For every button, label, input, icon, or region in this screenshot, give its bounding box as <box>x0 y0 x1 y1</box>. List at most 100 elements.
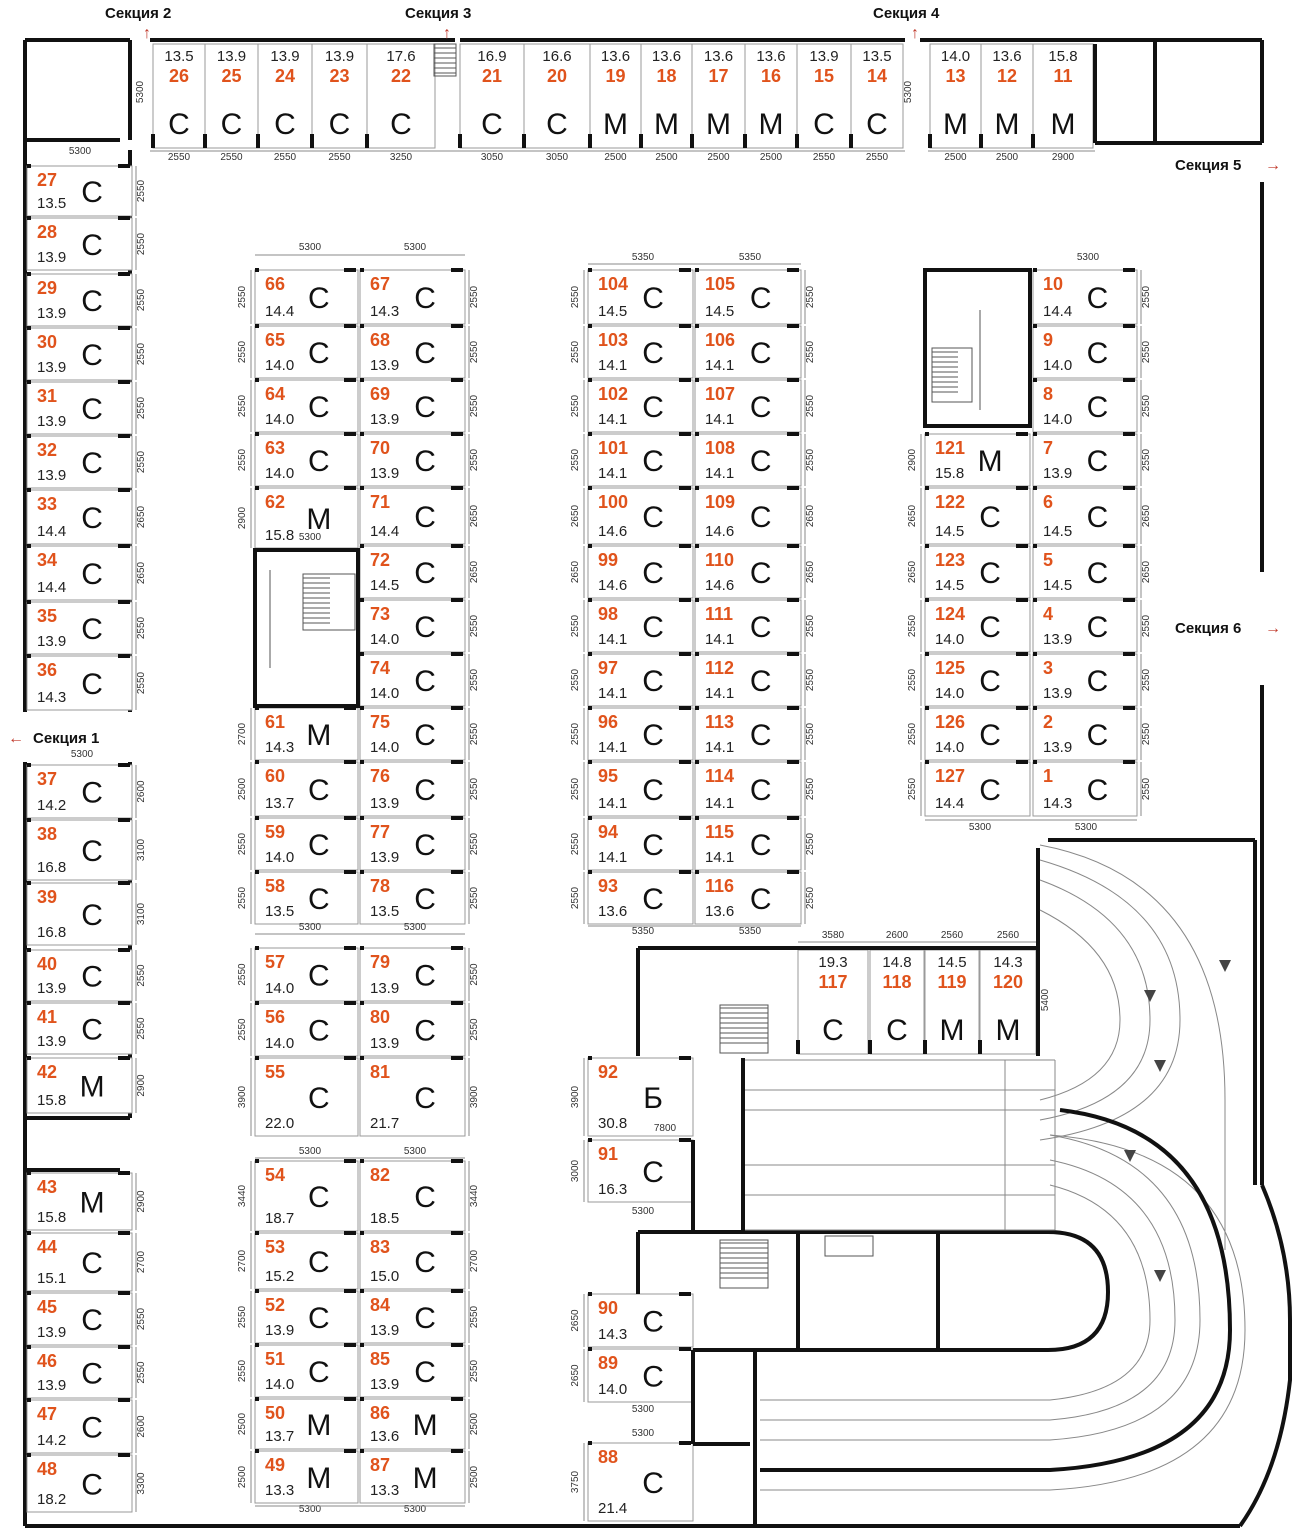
storage-unit[interactable]: 5315.2C2700 <box>237 1231 359 1290</box>
storage-unit[interactable]: 9714.1C2550 <box>570 652 694 707</box>
storage-unit[interactable]: 11014.6C2650 <box>694 544 816 599</box>
storage-unit[interactable]: 5418.7C3440 <box>237 1159 359 1232</box>
storage-unit[interactable]: 15.811M <box>1031 43 1094 149</box>
storage-unit[interactable]: 13.616M <box>743 43 798 149</box>
storage-unit[interactable]: 514.5C2650 <box>1032 544 1152 599</box>
storage-unit[interactable]: 814.0C2550 <box>1032 378 1152 433</box>
storage-unit[interactable]: 10314.1C2550 <box>570 324 694 379</box>
storage-unit[interactable]: 13.924C <box>256 43 313 149</box>
storage-unit[interactable]: 413.9C2550 <box>1032 598 1152 653</box>
storage-unit[interactable]: 10914.6C2650 <box>694 486 816 545</box>
storage-unit[interactable]: 10714.1C2550 <box>694 378 816 433</box>
storage-unit[interactable]: 17.622C <box>365 43 436 149</box>
storage-unit[interactable]: 6614.4C2550 <box>237 268 359 325</box>
storage-unit[interactable]: 4215.8M2900 <box>26 1056 147 1114</box>
storage-unit[interactable]: 4818.2C3300 <box>26 1453 147 1513</box>
storage-unit[interactable]: 7514.0C2550 <box>359 706 480 761</box>
storage-unit[interactable]: 6114.3M2700 <box>237 706 359 761</box>
storage-unit[interactable]: 13.915C <box>795 43 852 149</box>
storage-unit[interactable]: 3213.9C2550 <box>26 434 147 489</box>
storage-unit[interactable]: 8218.5C3440 <box>359 1159 480 1232</box>
storage-unit[interactable]: 3314.4C2650 <box>26 488 147 545</box>
storage-unit[interactable]: 2813.9C2550 <box>26 216 147 271</box>
storage-unit[interactable]: 8315.0C2700 <box>359 1231 480 1290</box>
storage-unit[interactable]: 9914.6C2650 <box>570 544 694 599</box>
storage-unit[interactable]: 7414.0C2550 <box>359 652 480 707</box>
storage-unit[interactable]: 12414.0C2550 <box>907 598 1031 653</box>
storage-unit[interactable]: 7713.9C2550 <box>359 816 480 871</box>
storage-unit[interactable]: 5714.0C2550 <box>237 946 359 1002</box>
storage-unit[interactable]: 114.3C2550 <box>1032 760 1152 817</box>
storage-unit[interactable]: 16.921C <box>458 43 525 149</box>
storage-unit[interactable]: 6514.0C2550 <box>237 324 359 379</box>
storage-unit[interactable]: 713.9C2550 <box>1032 432 1152 487</box>
storage-unit[interactable]: 6813.9C2550 <box>359 324 480 379</box>
storage-unit[interactable]: 10414.5C2550 <box>570 268 694 325</box>
storage-unit[interactable]: 3513.9C2550 <box>26 600 147 655</box>
storage-unit[interactable]: 10514.5C2550 <box>694 268 816 325</box>
storage-unit[interactable]: 8713.3M2500 <box>359 1449 480 1504</box>
storage-unit[interactable]: 11114.1C2550 <box>694 598 816 653</box>
storage-unit[interactable]: 2713.5C2550 <box>26 164 147 217</box>
storage-unit[interactable]: 3614.3C2550 <box>26 654 147 711</box>
storage-unit[interactable]: 3414.4C2650 <box>26 544 147 601</box>
storage-unit[interactable]: 12714.4C2550 <box>907 760 1031 817</box>
storage-unit[interactable]: 9814.1C2550 <box>570 598 694 653</box>
storage-unit[interactable]: 7214.5C2650 <box>359 544 480 599</box>
storage-unit[interactable]: 11414.1C2550 <box>694 760 816 817</box>
storage-unit[interactable]: 3113.9C2550 <box>26 380 147 435</box>
storage-unit[interactable]: 4415.1C2700 <box>26 1231 147 1292</box>
storage-unit[interactable]: 6714.3C2550 <box>359 268 480 325</box>
storage-unit[interactable]: 914.0C2550 <box>1032 324 1152 379</box>
storage-unit[interactable]: 5914.0C2550 <box>237 816 359 871</box>
storage-unit[interactable]: 6215.8M2900 <box>237 486 359 549</box>
storage-unit[interactable]: 14.013M <box>928 43 982 149</box>
storage-unit[interactable]: 12115.8M2900 <box>907 432 1031 487</box>
storage-unit[interactable]: 5013.7M2500 <box>237 1397 359 1450</box>
storage-unit[interactable]: 5114.0C2550 <box>237 1343 359 1398</box>
storage-unit[interactable]: 9414.1C2550 <box>570 816 694 871</box>
storage-unit[interactable]: 13.619M <box>588 43 642 149</box>
storage-unit[interactable]: 2913.9C2550 <box>26 272 147 327</box>
storage-unit[interactable]: 16.620C <box>522 43 591 149</box>
storage-unit[interactable]: 9230.8Б3900 <box>570 1056 694 1137</box>
storage-unit[interactable]: 5522.0C3900 <box>237 1056 359 1137</box>
storage-unit[interactable]: 11314.1C2550 <box>694 706 816 761</box>
storage-unit[interactable]: 7613.9C2550 <box>359 760 480 817</box>
storage-unit[interactable]: 9614.1C2550 <box>570 706 694 761</box>
storage-unit[interactable]: 5614.0C2550 <box>237 1001 359 1057</box>
storage-unit[interactable]: 7013.9C2550 <box>359 432 480 487</box>
storage-unit[interactable]: 12214.5C2650 <box>907 486 1031 545</box>
storage-unit[interactable]: 14.5119M <box>923 949 980 1055</box>
storage-unit[interactable]: 3816.8C3100 <box>26 818 147 881</box>
storage-unit[interactable]: 3714.2C2600 <box>26 763 147 819</box>
storage-unit[interactable]: 8513.9C2550 <box>359 1343 480 1398</box>
storage-unit[interactable]: 8914.0C2650 <box>570 1347 694 1403</box>
storage-unit[interactable]: 14.3120M <box>978 949 1037 1055</box>
storage-unit[interactable]: 4613.9C2550 <box>26 1345 147 1399</box>
storage-unit[interactable]: 13.612M <box>979 43 1034 149</box>
storage-unit[interactable]: 13.925C <box>203 43 259 149</box>
storage-unit[interactable]: 4315.8M2900 <box>26 1171 147 1231</box>
storage-unit[interactable]: 9313.6C2550 <box>570 870 694 925</box>
storage-unit[interactable]: 10114.1C2550 <box>570 432 694 487</box>
storage-unit[interactable]: 3013.9C2550 <box>26 326 147 381</box>
storage-unit[interactable]: 7813.5C2550 <box>359 870 480 925</box>
storage-unit[interactable]: 13.526C <box>151 43 206 149</box>
storage-unit[interactable]: 5813.5C2550 <box>237 870 359 925</box>
storage-unit[interactable]: 4714.2C2600 <box>26 1398 147 1454</box>
storage-unit[interactable]: 6414.0C2550 <box>237 378 359 433</box>
storage-unit[interactable]: 5213.9C2550 <box>237 1289 359 1344</box>
storage-unit[interactable]: 1014.4C2550 <box>1032 268 1152 325</box>
storage-unit[interactable]: 9514.1C2550 <box>570 760 694 817</box>
storage-unit[interactable]: 13.514C <box>849 43 904 149</box>
storage-unit[interactable]: 10214.1C2550 <box>570 378 694 433</box>
storage-unit[interactable]: 10014.6C2650 <box>570 486 694 545</box>
storage-unit[interactable]: 4013.9C2550 <box>26 948 147 1002</box>
storage-unit[interactable]: 8013.9C2550 <box>359 1001 480 1057</box>
storage-unit[interactable]: 11514.1C2550 <box>694 816 816 871</box>
storage-unit[interactable]: 7114.4C2650 <box>359 486 480 545</box>
storage-unit[interactable]: 9116.3C3000 <box>570 1138 694 1203</box>
storage-unit[interactable]: 4113.9C2550 <box>26 1001 147 1055</box>
storage-unit[interactable]: 13.618M <box>639 43 693 149</box>
